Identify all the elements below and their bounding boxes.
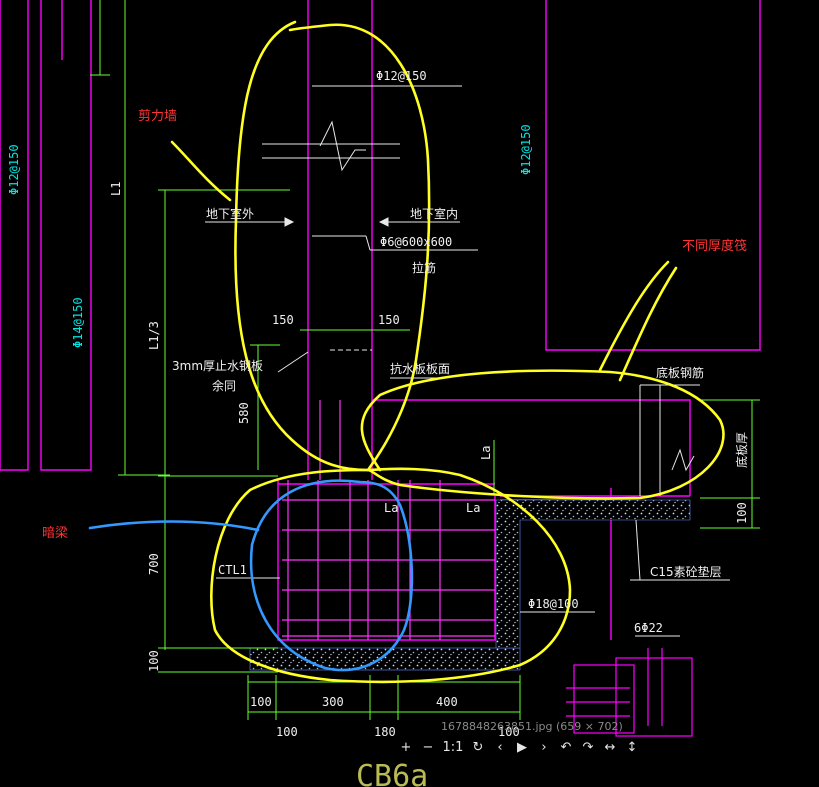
- waterproof-board-label: 3mm厚止水钢板: [172, 359, 263, 373]
- fit-width-icon[interactable]: ↔: [604, 740, 616, 755]
- dim-100-right-label: 100: [735, 502, 749, 524]
- rebar-18-label: Φ18@100: [528, 597, 579, 611]
- bottom-dim-400: 400: [436, 695, 458, 709]
- tie-word-label: 拉筋: [412, 260, 436, 275]
- shear-wall-label: 剪力墙: [138, 108, 177, 124]
- bottom-title-text: CB6a: [356, 759, 428, 787]
- l1-3-label: L1/3: [147, 321, 161, 350]
- zoom-out-button[interactable]: −: [422, 740, 434, 755]
- thickness-label: 底板厚: [734, 432, 749, 468]
- ctl1-label: CTL1: [218, 563, 247, 577]
- image-caption: 1678848263851.jpg (659 × 702): [441, 720, 623, 733]
- play-slideshow-button[interactable]: ▶: [517, 740, 527, 755]
- right-rebar-12-label: Φ12@150: [519, 124, 533, 175]
- dim-700-label: 700: [147, 553, 161, 575]
- undo-icon[interactable]: ↶: [560, 740, 572, 755]
- viewer-toolbar: + − 1:1 ↻ ‹ ▶ › ↶ ↷ ↔ ↕: [398, 740, 640, 755]
- la-label-2: La: [466, 501, 480, 515]
- rebar-detail-box: [566, 648, 693, 737]
- redo-icon[interactable]: ↷: [582, 740, 594, 755]
- waterproof-sub-label: 余同: [212, 378, 236, 393]
- rebar-top-label: Φ12@150: [376, 69, 427, 83]
- handwritten-annotations: [170, 20, 725, 684]
- leader-lines: [205, 85, 730, 637]
- la-vertical-label: La: [479, 446, 493, 460]
- dim-150-right: 150: [378, 313, 400, 327]
- bottom-dim-300: 300: [322, 695, 344, 709]
- anti-water-face-label: 抗水板板面: [390, 361, 450, 376]
- left-rebar-12-label: Φ12@150: [7, 144, 21, 195]
- prev-image-button[interactable]: ‹: [497, 740, 503, 755]
- bottom-dim-100: 100: [250, 695, 272, 709]
- hidden-beam-label: 暗梁: [42, 526, 68, 541]
- rotate-icon[interactable]: ↻: [472, 740, 484, 755]
- raft-thickness-label: 不同厚度筏: [682, 238, 747, 254]
- zoom-in-button[interactable]: +: [400, 740, 412, 755]
- fit-height-icon[interactable]: ↕: [626, 740, 638, 755]
- six-22-label: 6Φ22: [634, 621, 663, 635]
- actual-size-button[interactable]: 1:1: [442, 740, 464, 755]
- la-label-1: La: [384, 501, 398, 515]
- left-rebar-14-label: Φ14@150: [71, 297, 85, 348]
- inner-side-label: 地下室内: [410, 206, 458, 221]
- lower-dim-100: 100: [276, 725, 298, 739]
- lower-dim-180: 180: [374, 725, 396, 739]
- dim-150-left: 150: [272, 313, 294, 327]
- bottom-bar-label: 底板钢筋: [656, 365, 704, 380]
- lower-dim-100b: 100: [498, 725, 520, 739]
- next-image-button[interactable]: ›: [541, 740, 547, 755]
- c15-label: C15素砼垫层: [650, 564, 722, 579]
- l1-label: L1: [109, 182, 123, 196]
- dim-100-left-label: 100: [147, 650, 161, 672]
- dim-580-label: 580: [237, 402, 251, 424]
- technical-labels: Φ12@150 L1 L1/3 地下室外 地下室内 Φ6@600x600 拉筋 …: [109, 69, 749, 739]
- concrete-pads: [249, 499, 691, 671]
- hidden-beam-annotation: [88, 479, 414, 672]
- tie-bar-label: Φ6@600x600: [380, 235, 452, 249]
- outer-side-label: 地下室外: [206, 206, 254, 221]
